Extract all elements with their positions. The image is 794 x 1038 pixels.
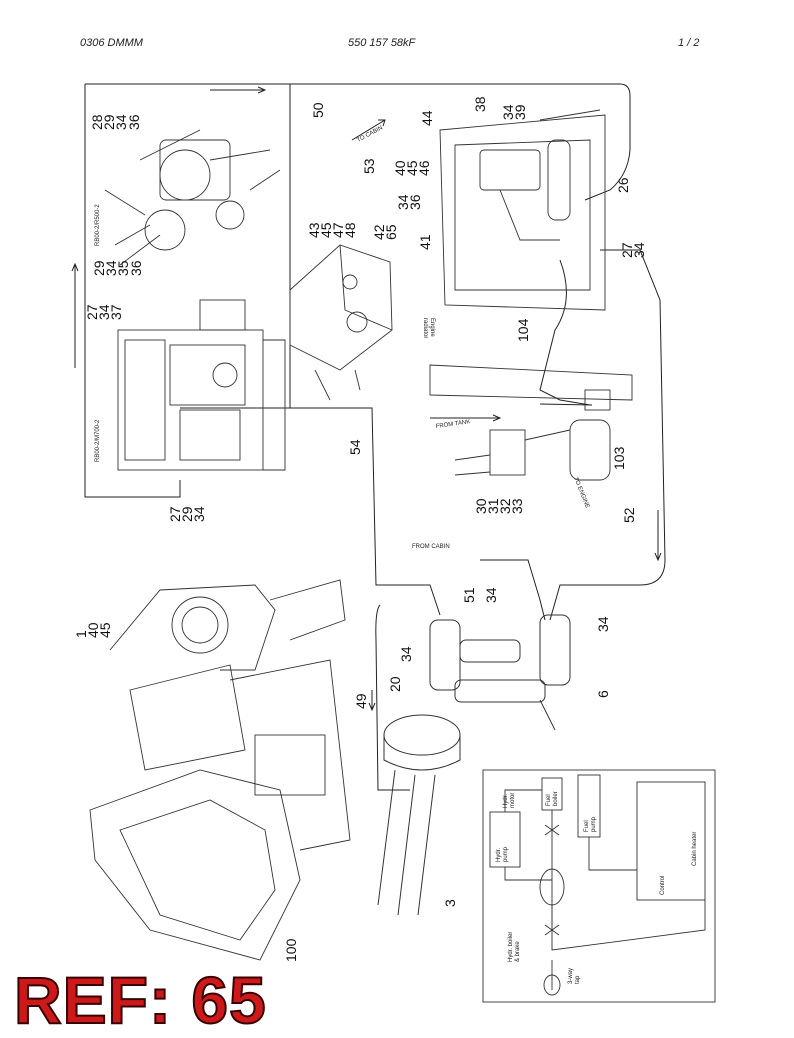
callout-34: 34	[103, 260, 119, 276]
schematic-tap-1: 3-way	[568, 968, 574, 984]
callout-49: 49	[353, 693, 369, 709]
engine-side-illustration	[117, 299, 286, 471]
callout-34: 34	[631, 242, 647, 258]
hose-52	[549, 249, 666, 621]
schematic-fuel-boiler-1: Fuel	[546, 794, 552, 806]
callout-34: 34	[395, 194, 411, 210]
callout-34: 34	[500, 104, 516, 120]
reference-banner: REF: 65	[13, 962, 267, 1038]
callout-28: 28	[89, 114, 105, 130]
doc-code: 0306 DMMM	[80, 37, 143, 49]
callout-104: 104	[515, 318, 531, 342]
callout-54: 54	[347, 439, 363, 455]
label-engine-radiator-2: radiator	[422, 318, 428, 338]
callout-36: 36	[126, 114, 142, 130]
schematic-hydraulic-motor-2: motor	[510, 793, 516, 808]
callout-29: 29	[179, 506, 195, 522]
callout-40: 40	[392, 160, 408, 176]
hose-104	[539, 259, 591, 406]
schematic-hydraulic-pump-1: Hydr.	[496, 848, 502, 862]
schematic-hydraulic-pump-2: pump	[503, 846, 509, 862]
hose-49	[375, 604, 410, 791]
callout-45: 45	[318, 222, 334, 238]
callout-29: 29	[101, 114, 117, 130]
callout-34: 34	[398, 646, 414, 662]
label-to-engine: TO ENGINE	[572, 477, 590, 510]
valve-assembly-illustration	[377, 614, 571, 916]
page-number: 1 / 2	[678, 37, 700, 49]
callout-30: 30	[473, 498, 489, 514]
callout-27: 27	[84, 304, 100, 320]
callout-44: 44	[419, 110, 435, 126]
callout-36: 36	[407, 194, 423, 210]
engine-inset-frame	[84, 83, 291, 498]
label-from-cabin: FROM CABIN	[412, 544, 450, 550]
callout-42: 42	[371, 224, 387, 240]
callout-52: 52	[621, 507, 637, 523]
callout-40: 40	[85, 622, 101, 638]
callout-6: 6	[595, 690, 611, 698]
callout-31: 31	[485, 498, 501, 514]
schematic-fuel-boiler-2: boiler	[553, 791, 559, 806]
schematic-fuel-pump-1: Fuel	[584, 820, 590, 832]
schematic-fuel-pump-2: pump	[591, 816, 597, 832]
callout-103: 103	[611, 446, 627, 470]
callout-20: 20	[387, 676, 403, 692]
callout-41: 41	[417, 234, 433, 250]
callout-100: 100	[283, 938, 299, 962]
callout-38: 38	[472, 96, 488, 112]
callout-27: 27	[167, 506, 183, 522]
callout-47: 47	[330, 222, 346, 238]
callout-34: 34	[113, 114, 129, 130]
callout-45: 45	[97, 622, 113, 638]
callout-34: 34	[483, 587, 499, 603]
callout-48: 48	[342, 222, 358, 238]
callout-32: 32	[497, 498, 513, 514]
schematic-hydr-boiler-1: Hydr. boiler	[508, 932, 514, 962]
callout-65: 65	[383, 224, 399, 240]
hose-50	[290, 83, 631, 201]
callout-51: 51	[461, 587, 477, 603]
label-from-tank: FROM TANK	[435, 419, 470, 430]
callout-3: 3	[442, 899, 458, 907]
label-engine-radiator-1: Engine	[429, 318, 435, 337]
callout-37: 37	[108, 304, 124, 320]
label-engine-model-top: RB00-2/R500-2	[95, 204, 101, 246]
callout-43: 43	[306, 222, 322, 238]
engine-top-illustration	[104, 129, 281, 266]
callout-33: 33	[509, 498, 525, 514]
schematic-hydraulic-motor-1: Hydr.	[503, 794, 509, 808]
system-schematic	[482, 769, 716, 1003]
radiator-assembly-illustration	[429, 109, 633, 401]
callout-34: 34	[191, 506, 207, 522]
callout-34: 34	[96, 304, 112, 320]
callout-1: 1	[73, 630, 89, 638]
schematic-control-unit: Control	[660, 876, 666, 895]
label-engine-model-side: RB00-2/M700-2	[95, 419, 101, 462]
machine-frame-illustration	[89, 579, 351, 961]
schematic-hydr-boiler-2: & brake	[515, 941, 521, 962]
callout-50: 50	[310, 102, 326, 118]
schematic-tap-2: tap	[575, 975, 581, 984]
callout-45: 45	[404, 160, 420, 176]
heater-unit-illustration	[289, 244, 393, 401]
callout-26: 26	[615, 177, 631, 193]
callout-35: 35	[115, 260, 131, 276]
callout-29: 29	[91, 260, 107, 276]
callout-53: 53	[361, 158, 377, 174]
schematic-cabin-heater: Cabin heater	[692, 832, 698, 866]
callout-36: 36	[128, 260, 144, 276]
part-number: 550 157 58kF	[348, 37, 416, 49]
callout-39: 39	[512, 104, 528, 120]
callout-27: 27	[619, 242, 635, 258]
hose-51	[480, 559, 546, 621]
hose-54	[290, 407, 441, 616]
callout-46: 46	[416, 160, 432, 176]
fuel-filter-illustration	[454, 389, 611, 481]
callout-34: 34	[595, 616, 611, 632]
